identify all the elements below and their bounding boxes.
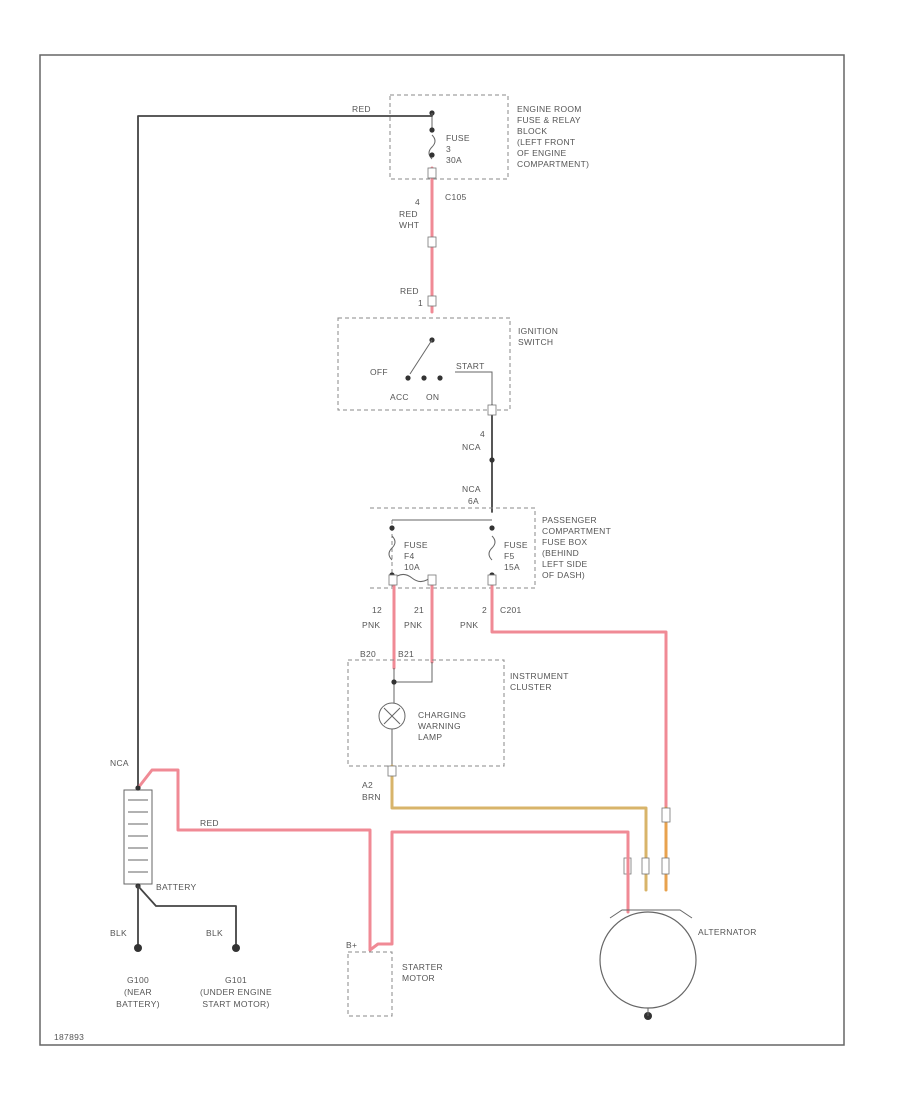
ground-left-color: BLK bbox=[110, 928, 127, 938]
pfb-name-line1: PASSENGER bbox=[542, 515, 597, 525]
engine-fuse-block-name-line1: ENGINE ROOM bbox=[517, 104, 582, 114]
wire-starter-to-alternator bbox=[368, 830, 630, 952]
cluster-connector-left: B20 bbox=[360, 649, 376, 659]
wire-pfb-to-alternator bbox=[490, 578, 668, 810]
engine-fuse-connector: C105 bbox=[445, 192, 467, 202]
battery-name: BATTERY bbox=[156, 882, 197, 892]
pfb-name-line3: FUSE BOX bbox=[542, 537, 587, 547]
wire-battery-to-starter bbox=[136, 768, 372, 952]
pfb-connector: C201 bbox=[500, 605, 522, 615]
svg-text:(UNDER ENGINE: (UNDER ENGINE bbox=[200, 987, 272, 997]
pfb-fuse-right-number: F5 bbox=[504, 551, 515, 561]
ignition-switch: OFF START ACC ON IGNITION SWITCH bbox=[337, 317, 558, 411]
fuse-out-color2: WHT bbox=[399, 220, 419, 230]
ground-right-color: BLK bbox=[206, 928, 223, 938]
starter-motor: B+ STARTER MOTOR bbox=[346, 940, 443, 1017]
diagram-frame bbox=[39, 54, 845, 1046]
engine-fuse-number: 3 bbox=[446, 144, 451, 154]
pfb-name-line2: COMPARTMENT bbox=[542, 526, 611, 536]
cluster-out-pin: A2 bbox=[362, 780, 373, 790]
pink-wire-mid: PNK bbox=[404, 620, 422, 630]
starter-pin: B+ bbox=[346, 940, 357, 950]
pfb-fuse-left-number: F4 bbox=[404, 551, 415, 561]
ignition-switch-name-line2: SWITCH bbox=[518, 337, 553, 347]
ignition-pos-on: ON bbox=[426, 392, 439, 402]
pfb-fuse-left-label: FUSE bbox=[404, 540, 428, 550]
battery-red-label: RED bbox=[200, 818, 219, 828]
pfb-fuse-right-rating: 15A bbox=[504, 562, 520, 572]
wire-cluster-to-alternator bbox=[390, 764, 648, 892]
engine-fuse-block-name-line4: (LEFT FRONT bbox=[517, 137, 575, 147]
ignition-switch-name-line1: IGNITION bbox=[518, 326, 558, 336]
pfb-fuse-left-rating: 10A bbox=[404, 562, 420, 572]
battery-pos-label: NCA bbox=[110, 758, 129, 768]
wire-top-color-label: RED bbox=[352, 104, 371, 114]
pfb-in-color: NCA bbox=[462, 484, 481, 494]
cluster-lamp-line1: CHARGING bbox=[418, 710, 466, 720]
cluster-lamp-line3: LAMP bbox=[418, 732, 442, 742]
footer-code: 187893 bbox=[54, 1032, 84, 1042]
fuse-out-pin: 4 bbox=[415, 197, 420, 207]
starter-name-line1: STARTER bbox=[402, 962, 443, 972]
ignition-pos-off: OFF bbox=[370, 367, 388, 377]
pfb-name-line5: LEFT SIDE bbox=[542, 559, 588, 569]
pfb-pin-right: 2 bbox=[482, 605, 487, 615]
ground-engine: G101 (UNDER ENGINE START MOTOR) bbox=[200, 975, 272, 1009]
instrument-cluster: B20 B21 CHARGING WARNING LAMP INSTRUMENT… bbox=[347, 649, 569, 767]
pfb-fuse-right-label: FUSE bbox=[504, 540, 528, 550]
svg-text:G101: G101 bbox=[225, 975, 247, 985]
cluster-name-line2: CLUSTER bbox=[510, 682, 552, 692]
wire-battery-to-fuse-block bbox=[137, 115, 433, 789]
pink-wire-right: PNK bbox=[460, 620, 478, 630]
ignition-out-color: NCA bbox=[462, 442, 481, 452]
cluster-out-color: BRN bbox=[362, 792, 381, 802]
cluster-name-line1: INSTRUMENT bbox=[510, 671, 569, 681]
engine-fuse-block-name-line6: COMPARTMENT) bbox=[517, 159, 589, 169]
alternator-icon bbox=[599, 911, 697, 1009]
engine-fuse-rating: 30A bbox=[446, 155, 462, 165]
ignition-in-color: RED bbox=[400, 286, 419, 296]
alternator: ALTERNATOR bbox=[599, 909, 757, 1020]
cluster-connector-right: B21 bbox=[398, 649, 414, 659]
svg-text:G100: G100 bbox=[127, 975, 149, 985]
fuse-out-color: RED bbox=[399, 209, 418, 219]
cluster-lamp-line2: WARNING bbox=[418, 721, 461, 731]
starter-name-line2: MOTOR bbox=[402, 973, 435, 983]
engine-fuse-block-name-line2: FUSE & RELAY bbox=[517, 115, 581, 125]
pfb-pin-mid: 21 bbox=[414, 605, 424, 615]
passenger-fuse-box: FUSE F4 10A FUSE F5 15A PASSENGER COMPAR… bbox=[370, 507, 611, 589]
engine-fuse-block-name-line5: OF ENGINE bbox=[517, 148, 566, 158]
svg-text:BATTERY): BATTERY) bbox=[116, 999, 160, 1009]
svg-text:(NEAR: (NEAR bbox=[124, 987, 152, 997]
ignition-pos-acc: ACC bbox=[390, 392, 409, 402]
alternator-name: ALTERNATOR bbox=[698, 927, 757, 937]
pfb-in-pin: 6A bbox=[468, 496, 479, 506]
ignition-in-pin: 1 bbox=[418, 298, 423, 308]
wire-battery-ground-right bbox=[137, 885, 237, 947]
pfb-pin-left: 12 bbox=[372, 605, 382, 615]
ground-rear: G100 (NEAR BATTERY) bbox=[116, 975, 160, 1009]
ignition-pos-start: START bbox=[456, 361, 485, 371]
pfb-name-line4: (BEHIND bbox=[542, 548, 579, 558]
ignition-out-pin: 4 bbox=[480, 429, 485, 439]
engine-fuse-block: FUSE 3 30A ENGINE ROOM FUSE & RELAY BLOC… bbox=[389, 94, 589, 180]
svg-text:START MOTOR): START MOTOR) bbox=[202, 999, 269, 1009]
engine-fuse-label: FUSE bbox=[446, 133, 470, 143]
battery: BATTERY bbox=[123, 785, 197, 892]
engine-fuse-block-name-line3: BLOCK bbox=[517, 126, 547, 136]
pink-wire-left: PNK bbox=[362, 620, 380, 630]
pfb-name-line6: OF DASH) bbox=[542, 570, 585, 580]
